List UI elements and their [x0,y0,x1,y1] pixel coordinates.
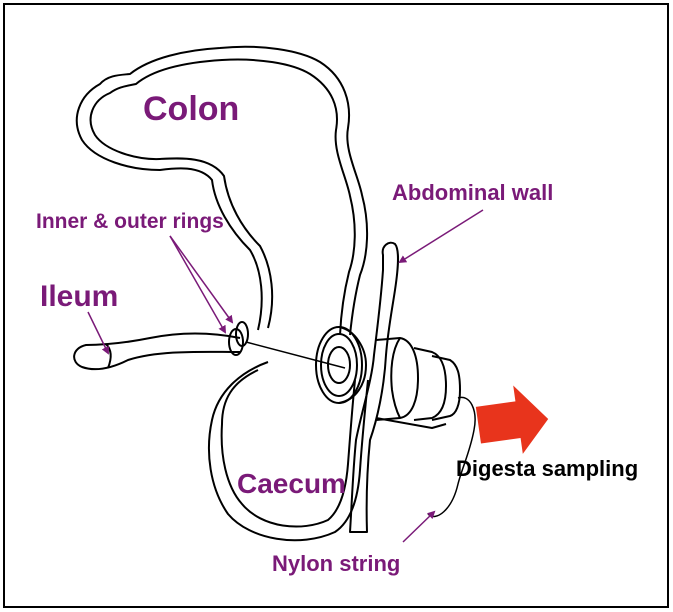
nylon-string-label: Nylon string [272,551,400,576]
ileum-pointer [88,312,108,353]
nylon-string-pointer [403,512,434,542]
colon-label: Colon [143,90,239,128]
sampling-arrow [474,381,553,459]
caecum-label: Caecum [237,468,346,499]
rings-pointer-inner [170,236,225,332]
ileum-label: Ileum [40,280,118,313]
abdominal-wall-pointer [400,210,483,262]
abdominal-wall-label: Abdominal wall [392,180,553,205]
inner-outer-rings-label: Inner & outer rings [36,210,224,233]
cannula-ring [316,327,366,403]
cannula-body [376,338,460,428]
rings-pointer-outer [170,236,232,322]
ileum-tube [74,334,240,370]
digesta-sampling-label: Digesta sampling [456,456,638,481]
